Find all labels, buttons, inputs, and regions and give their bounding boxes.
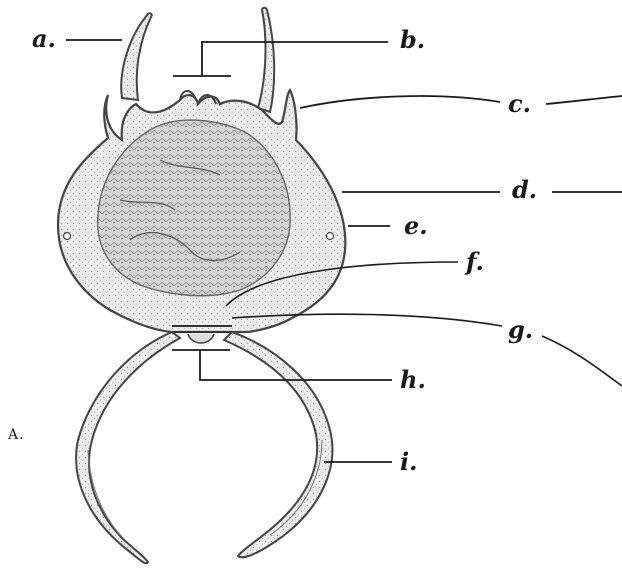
left-lateral-pore — [64, 233, 71, 240]
panel-label: A. — [8, 428, 25, 442]
label-e: e. — [404, 214, 428, 238]
left-anterior-spine — [121, 13, 151, 100]
leader-line-c — [300, 96, 622, 108]
label-i: i. — [400, 450, 417, 474]
label-b: b. — [400, 28, 425, 52]
right-lateral-pore — [327, 233, 334, 240]
left-posterior-spine — [76, 332, 180, 563]
foot-knob — [188, 334, 214, 343]
right-posterior-spine — [224, 332, 332, 557]
label-g: g. — [508, 318, 533, 342]
label-h: h. — [400, 368, 426, 392]
label-d: d. — [512, 178, 537, 202]
label-a: a. — [32, 27, 56, 51]
label-f: f. — [466, 250, 484, 274]
right-anterior-spine — [258, 8, 274, 112]
label-c: c. — [508, 92, 531, 116]
leader-line-b — [173, 42, 388, 76]
